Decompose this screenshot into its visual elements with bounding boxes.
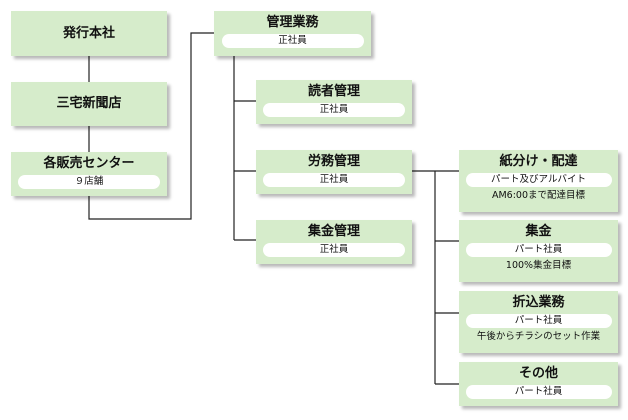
node-collect: 集金 パート社員 100%集金目標 bbox=[459, 220, 618, 282]
node-other: その他 パート社員 bbox=[459, 362, 618, 406]
node-title: その他 bbox=[518, 366, 558, 381]
node-title: 読者管理 bbox=[307, 84, 360, 99]
node-admin: 管理業務 正社員 bbox=[214, 11, 371, 56]
node-note: 100%集金目標 bbox=[505, 260, 572, 271]
node-pill: 正社員 bbox=[221, 34, 364, 48]
node-labor: 労務管理 正社員 bbox=[256, 150, 412, 194]
node-title: 管理業務 bbox=[266, 15, 319, 30]
node-title: 紙分け・配達 bbox=[499, 154, 578, 169]
node-title: 三宅新聞店 bbox=[56, 96, 122, 111]
node-insert: 折込業務 パート社員 午後からチラシのセット作業 bbox=[459, 291, 618, 353]
node-pill: パート社員 bbox=[465, 243, 612, 257]
node-title: 折込業務 bbox=[512, 295, 565, 310]
node-pill: パート社員 bbox=[465, 314, 612, 328]
node-store: 三宅新聞店 bbox=[11, 82, 167, 126]
node-title: 集金管理 bbox=[307, 224, 360, 239]
node-collect-mgmt: 集金管理 正社員 bbox=[256, 220, 412, 264]
node-note: AM6:00まで配達目標 bbox=[491, 190, 586, 201]
node-title: 集金 bbox=[525, 224, 552, 239]
node-title: 労務管理 bbox=[307, 154, 360, 169]
node-paper: 紙分け・配達 パート及びアルバイト AM6:00まで配達目標 bbox=[459, 150, 618, 212]
node-reader: 読者管理 正社員 bbox=[256, 80, 412, 124]
node-note: 午後からチラシのセット作業 bbox=[476, 331, 601, 342]
node-pill: ９店舗 bbox=[18, 175, 160, 189]
node-title: 発行本社 bbox=[62, 25, 115, 41]
node-pill: 正社員 bbox=[263, 103, 405, 117]
node-hq: 発行本社 bbox=[11, 11, 167, 56]
node-pill: 正社員 bbox=[263, 173, 405, 187]
node-pill: パート社員 bbox=[465, 385, 612, 399]
node-pill: 正社員 bbox=[263, 243, 405, 257]
node-centers: 各販売センター ９店舗 bbox=[11, 152, 167, 196]
node-title: 各販売センター bbox=[43, 156, 135, 171]
node-pill: パート及びアルバイト bbox=[465, 173, 612, 187]
